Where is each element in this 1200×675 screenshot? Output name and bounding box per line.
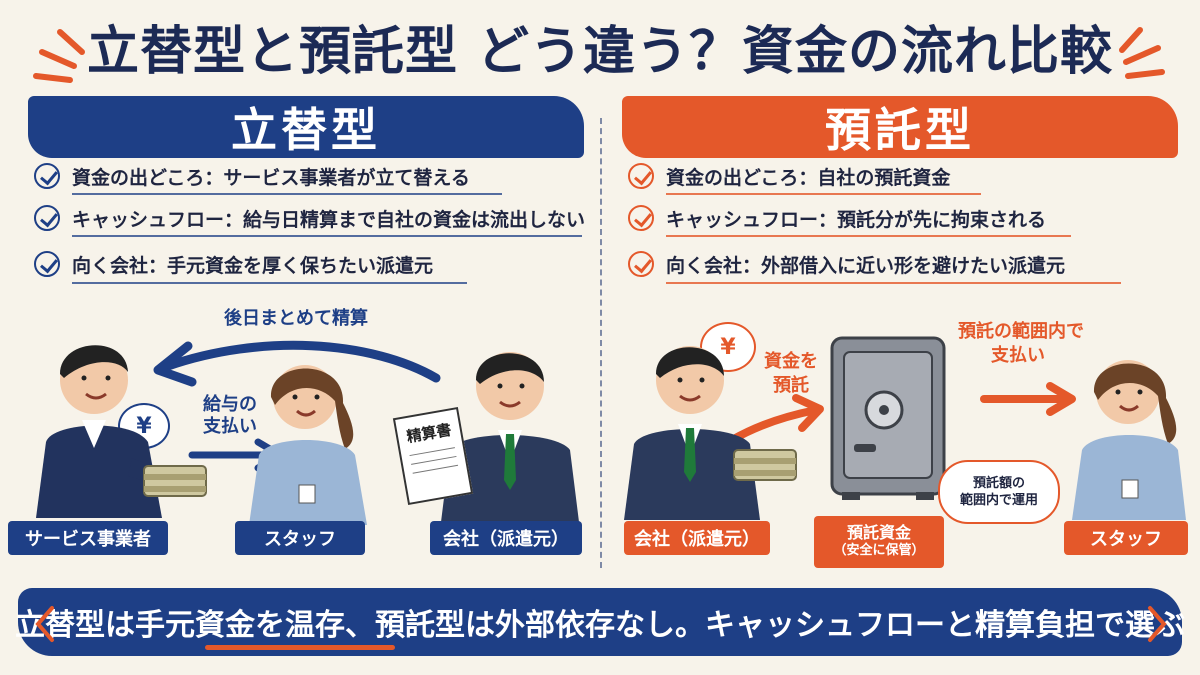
pay-within-label: 預託の範囲内で 支払い xyxy=(958,320,1084,368)
safe-icon xyxy=(830,336,946,500)
left-check-text: 向く会社：手元資金を厚く保ちたい派遣元 xyxy=(72,254,434,277)
right-check-text: キャッシュフロー：預託分が先に拘束される xyxy=(666,208,1047,231)
left-check-item: 資金の出どころ：サービス事業者が立て替える xyxy=(34,158,470,194)
pay-arrow xyxy=(980,382,1076,416)
section-heading-yotaku: 預託型 xyxy=(622,96,1178,158)
left-check-item: キャッシュフロー：給与日精算まで自社の資金は流出しない xyxy=(34,200,585,236)
deposit-label-line: 資金を xyxy=(764,351,818,372)
check-icon xyxy=(34,205,60,231)
right-item-underline xyxy=(666,282,1121,284)
yen-icon: ¥ xyxy=(136,413,152,439)
staff-figure xyxy=(1072,360,1186,520)
pay-label-line: 給与の xyxy=(203,394,257,415)
left-item-underline xyxy=(72,235,582,237)
right-check-item: 資金の出どころ：自社の預託資金 xyxy=(628,158,950,194)
settle-label: 後日まとめて精算 xyxy=(224,308,368,329)
column-divider xyxy=(600,118,602,568)
accent-strokes-right xyxy=(1119,27,1165,79)
banner-accent-left xyxy=(35,606,54,642)
label-staff: スタッフ xyxy=(235,521,365,555)
check-icon xyxy=(34,163,60,189)
pay-label-line: 支払い xyxy=(203,416,257,437)
label-service-provider: サービス事業者 xyxy=(8,521,168,555)
pay-within-label-line: 預託の範囲内で xyxy=(958,321,1084,342)
right-check-item: 向く会社：外部借入に近い形を避けたい派遣元 xyxy=(628,246,1065,282)
label-deposit-fund-sub: （安全に保管） xyxy=(833,543,925,558)
summary-text: 立替型は手元資金を温存、預託型は外部依存なし。キャッシュフローと精算負担で選ぶ xyxy=(15,608,1185,643)
note-line: 預託額の xyxy=(972,476,1025,491)
company-figure xyxy=(624,346,760,520)
check-icon xyxy=(628,251,654,277)
note-line: 範囲内で運用 xyxy=(959,493,1038,508)
banner-accent-right xyxy=(1148,606,1167,642)
deposit-label: 資金を 預託 xyxy=(756,350,826,398)
accent-strokes-left xyxy=(33,29,85,83)
settle-arrow xyxy=(153,340,441,387)
right-check-text: 資金の出どころ：自社の預託資金 xyxy=(666,166,951,189)
right-check-text: 向く会社：外部借入に近い形を避けたい派遣元 xyxy=(666,254,1066,277)
right-item-underline xyxy=(666,193,981,195)
deposit-arrow xyxy=(728,394,824,444)
summary-banner: 立替型は手元資金を温存、預託型は外部依存なし。キャッシュフローと精算負担で選ぶ xyxy=(15,588,1185,656)
deposit-label-line: 預託 xyxy=(773,375,809,396)
check-icon xyxy=(34,251,60,277)
check-icon xyxy=(628,205,654,231)
right-check-item: キャッシュフロー：預託分が先に拘束される xyxy=(628,200,1046,236)
left-check-text: 資金の出どころ：サービス事業者が立て替える xyxy=(72,166,470,189)
cash-stack-icon xyxy=(143,465,207,497)
label-company: 会社（派遣元） xyxy=(624,521,770,555)
label-deposit-fund: 預託資金 （安全に保管） xyxy=(814,516,944,568)
document-title: 精算書 xyxy=(405,420,453,447)
label-staff: スタッフ xyxy=(1064,521,1188,555)
label-deposit-fund-title: 預託資金 xyxy=(846,523,911,542)
right-item-underline xyxy=(666,235,1071,237)
left-check-item: 向く会社：手元資金を厚く保ちたい派遣元 xyxy=(34,246,433,282)
left-item-underline xyxy=(72,193,502,195)
company-figure xyxy=(440,352,580,530)
staff-figure xyxy=(249,365,367,525)
left-item-underline xyxy=(72,282,467,284)
page-title: 立替型と預託型 どう違う？資金の流れ比較 xyxy=(86,21,1114,82)
pay-label: 給与の 支払い xyxy=(190,394,270,438)
check-icon xyxy=(628,163,654,189)
cash-stack-icon xyxy=(733,449,797,481)
left-check-text: キャッシュフロー：給与日精算まで自社の資金は流出しない xyxy=(72,208,586,231)
label-company: 会社（派遣元） xyxy=(430,521,582,555)
summary-highlight-underline xyxy=(205,645,395,650)
pay-within-label-line: 支払い xyxy=(991,345,1045,366)
deposit-note-bubble: 預託額の 範囲内で運用 xyxy=(938,460,1060,524)
yen-icon: ¥ xyxy=(720,334,736,360)
section-heading-tatekae: 立替型 xyxy=(28,96,584,158)
